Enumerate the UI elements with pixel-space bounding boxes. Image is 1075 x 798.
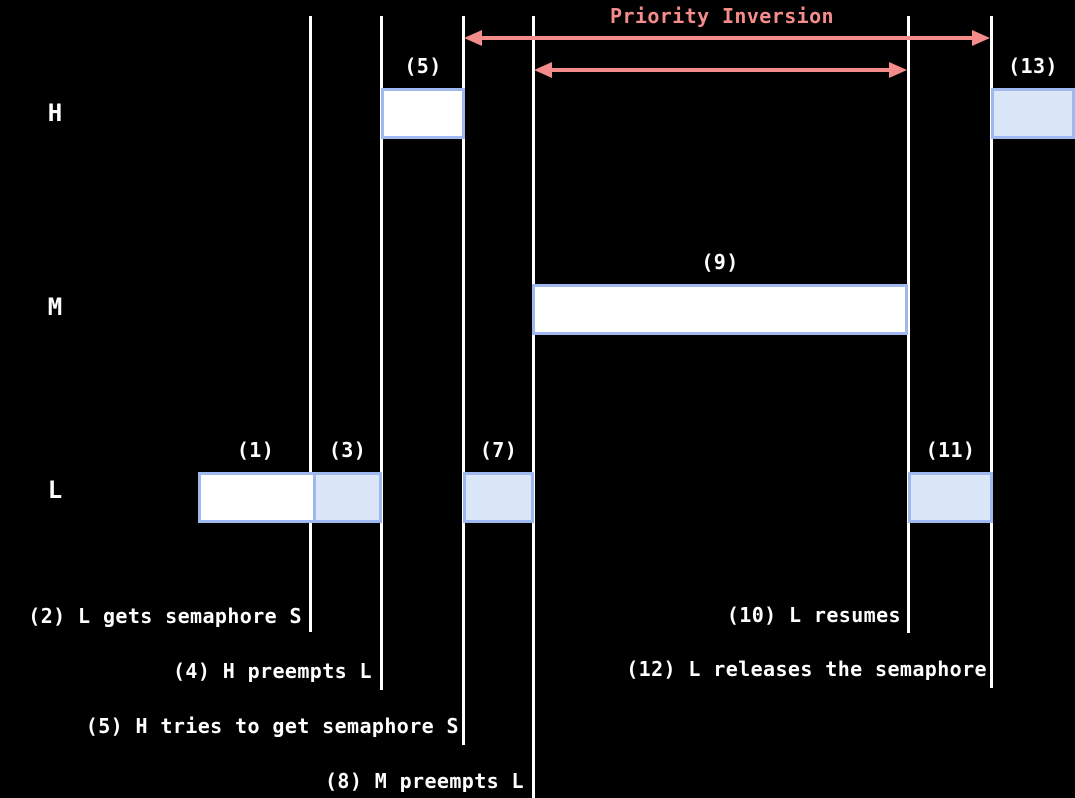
block-label-13: (13) [1008, 54, 1058, 78]
timeline-marker-1 [309, 16, 312, 632]
task-row-label-m: M [47, 293, 63, 321]
timeline-marker-4 [532, 16, 535, 798]
task-row-label-h: H [47, 99, 63, 127]
timeline-marker-3 [462, 16, 465, 745]
block-label-1: (1) [236, 438, 275, 462]
task-block-11 [908, 472, 993, 523]
arrowhead-right-icon [972, 30, 990, 46]
priority-inversion-title: Priority Inversion [610, 4, 834, 28]
annotation-8: (8) M preempts L [324, 769, 524, 793]
block-label-7: (7) [479, 438, 518, 462]
arrowhead-left-icon [534, 62, 552, 78]
timeline-marker-6 [990, 16, 993, 688]
task-block-1 [198, 472, 316, 523]
block-label-3: (3) [328, 438, 367, 462]
task-block-7 [463, 472, 534, 523]
task-block-9 [532, 284, 908, 335]
annotation-4: (4) H preempts L [172, 659, 372, 683]
annotation-2: (2) L gets semaphore S [28, 604, 302, 628]
annotation-12: (12) L releases the semaphore [626, 657, 987, 681]
annotation-5: (5) H tries to get semaphore S [85, 714, 459, 738]
annotation-10: (10) L resumes [726, 603, 901, 627]
block-label-9: (9) [701, 250, 739, 274]
arrowhead-right-icon [889, 62, 907, 78]
task-block-13 [991, 88, 1075, 139]
block-label-11: (11) [925, 438, 976, 462]
timeline-marker-5 [907, 16, 910, 633]
timeline-marker-2 [380, 16, 383, 690]
arrowhead-left-icon [464, 30, 482, 46]
block-label-5: (5) [404, 54, 442, 78]
task-row-label-l: L [47, 476, 63, 504]
task-block-5 [381, 88, 465, 139]
inner-span-arrow-line [549, 68, 892, 72]
outer-span-arrow-line [479, 36, 976, 40]
task-block-3 [313, 472, 382, 523]
